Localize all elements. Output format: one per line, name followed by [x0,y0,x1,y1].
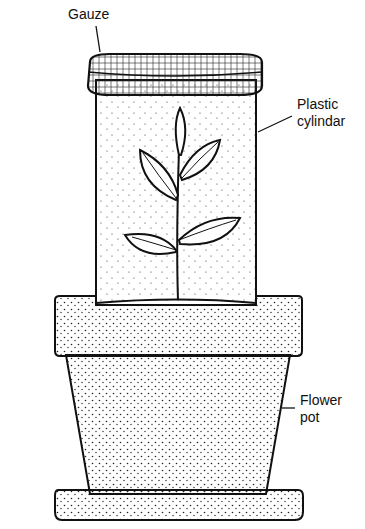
leader-line [258,116,292,132]
pot-rim [55,296,302,356]
plastic-cylinder [96,80,256,305]
seedling [125,108,240,300]
part-label: Flower pot [300,392,358,426]
part-label: Plastic cylindar [297,96,359,130]
gauze [88,54,262,95]
part-label: Gauze [68,6,138,23]
leader-line [282,407,295,408]
leader-line [96,26,100,52]
soil [96,300,256,304]
pot-body [66,355,290,494]
